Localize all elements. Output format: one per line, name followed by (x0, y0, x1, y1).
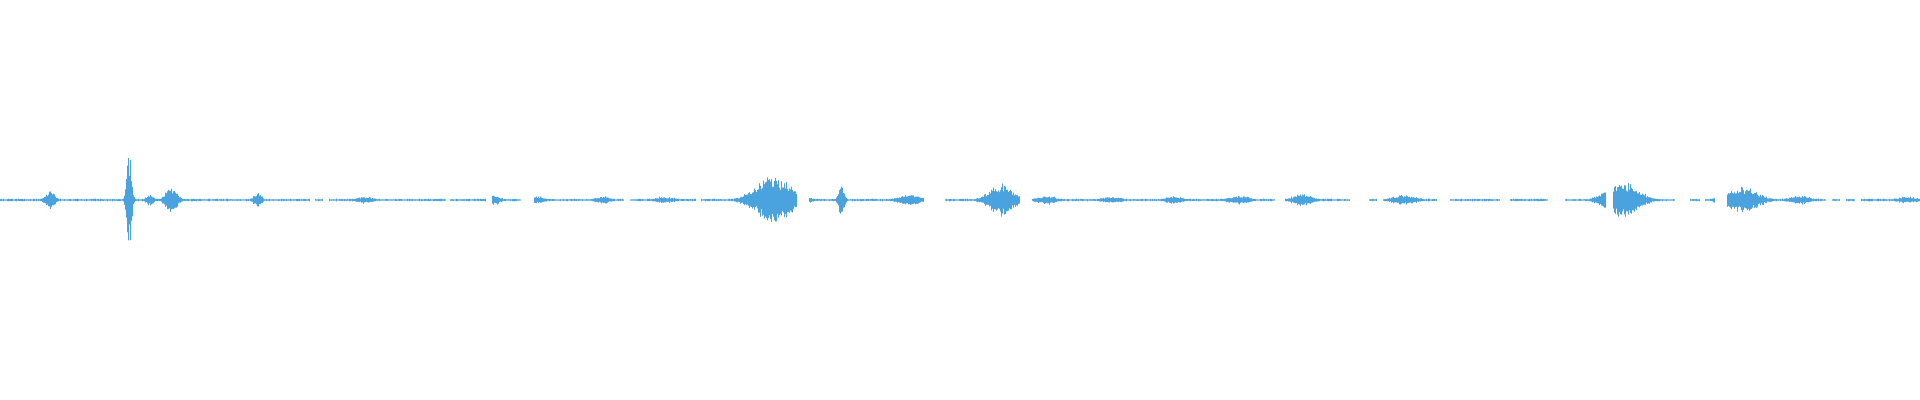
waveform-trace (0, 158, 1920, 241)
